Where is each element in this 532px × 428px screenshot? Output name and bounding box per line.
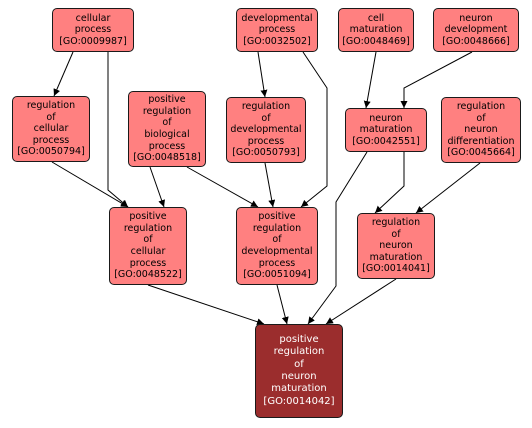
node-label-line: cellular bbox=[75, 12, 111, 24]
edge-n6-n11 bbox=[186, 166, 259, 208]
node-label-line: process bbox=[74, 24, 112, 36]
node-label-line: process bbox=[258, 257, 296, 269]
node-label-line: of bbox=[294, 358, 304, 370]
node-label-line: biological bbox=[144, 129, 190, 140]
node-label-line: positive bbox=[258, 211, 296, 223]
node-label-line: [GO:0048469] bbox=[342, 35, 410, 47]
edge-n9-n12 bbox=[415, 162, 481, 214]
node-label-line: developmental bbox=[241, 246, 313, 257]
node-label-line: of bbox=[46, 111, 56, 123]
node-label-line: neuron bbox=[379, 240, 413, 252]
node-label-line: [GO:0051094] bbox=[243, 269, 311, 281]
node-label-line: regulation bbox=[26, 100, 76, 112]
edge-n2-n7 bbox=[257, 51, 268, 98]
node-label-line: differentiation bbox=[447, 135, 515, 147]
node-label-line: neuron bbox=[281, 371, 317, 382]
node-label-line: maturation bbox=[359, 124, 413, 136]
node-label-line: process bbox=[129, 257, 167, 269]
node-label-line: of bbox=[272, 234, 282, 246]
edge-n5-n10 bbox=[51, 161, 129, 208]
node-label-line: process bbox=[32, 134, 70, 146]
edge-n6-n10 bbox=[149, 166, 165, 208]
edge-n4-n8 bbox=[400, 51, 473, 108]
node-label-line: [GO:0050794] bbox=[17, 146, 85, 158]
node-label-line: regulation bbox=[371, 217, 421, 229]
node-label-line: positive bbox=[148, 94, 186, 106]
node-label-line: [GO:0032502] bbox=[243, 35, 311, 47]
edge-n2-n11 bbox=[300, 51, 328, 208]
node-label-line: [GO:0014041] bbox=[362, 263, 430, 275]
edge-n3-n8 bbox=[363, 51, 377, 109]
node-label-line: cellular bbox=[130, 246, 166, 257]
node-label-line: maturation bbox=[271, 383, 327, 395]
node-label-line: process bbox=[258, 24, 296, 36]
node-label-line: [GO:0014042] bbox=[263, 395, 335, 407]
node-label-line: [GO:0045664] bbox=[447, 147, 515, 159]
node-label-line: of bbox=[391, 228, 401, 240]
node-label-line: development bbox=[444, 24, 508, 36]
node-label-line: [GO:0048522] bbox=[114, 269, 182, 281]
node-label-line: of bbox=[143, 234, 153, 246]
node-label-line: process bbox=[148, 140, 186, 152]
edge-n8-n13 bbox=[307, 151, 368, 325]
node-label-line: regulation bbox=[273, 346, 325, 358]
node-label-line: regulation bbox=[142, 105, 192, 117]
node-label-line: positive bbox=[129, 211, 167, 223]
node-label-line: developmental bbox=[230, 124, 302, 136]
node-label-line: [GO:0050793] bbox=[232, 147, 300, 159]
node-label-line: [GO:0009987] bbox=[59, 35, 127, 47]
edge-n12-n13 bbox=[325, 278, 397, 325]
node-label-line: positive bbox=[279, 333, 319, 345]
node-label-line: neuron bbox=[369, 112, 403, 124]
node-label-line: cellular bbox=[33, 123, 69, 135]
node-label-line: regulation bbox=[456, 101, 506, 113]
edge-n1-n10 bbox=[107, 52, 129, 208]
edge-n7-n11 bbox=[264, 162, 276, 208]
node-label-line: neuron bbox=[459, 12, 493, 24]
node-label-line: [GO:0048666] bbox=[442, 35, 510, 47]
node-label-line: of bbox=[162, 117, 172, 129]
node-label-line: [GO:0048518] bbox=[133, 152, 201, 164]
edge-n8-n12 bbox=[374, 152, 405, 214]
node-label-line: process bbox=[247, 135, 285, 147]
node-label-line: regulation bbox=[123, 222, 173, 234]
node-label-line: of bbox=[261, 112, 271, 124]
node-label-line: cell bbox=[367, 12, 385, 24]
node-label-line: neuron bbox=[464, 124, 498, 136]
edge-n11-n13 bbox=[276, 284, 289, 325]
node-label-line: regulation bbox=[252, 222, 302, 234]
edge-n1-n5 bbox=[53, 51, 74, 97]
node-label-line: maturation bbox=[349, 24, 403, 36]
node-label-line: maturation bbox=[369, 251, 423, 263]
node-label-line: developmental bbox=[241, 12, 313, 24]
node-label-line: of bbox=[476, 112, 486, 124]
node-label-line: [GO:0042551] bbox=[352, 135, 420, 147]
edge-n10-n13 bbox=[147, 284, 265, 326]
node-label-line: regulation bbox=[241, 101, 291, 113]
